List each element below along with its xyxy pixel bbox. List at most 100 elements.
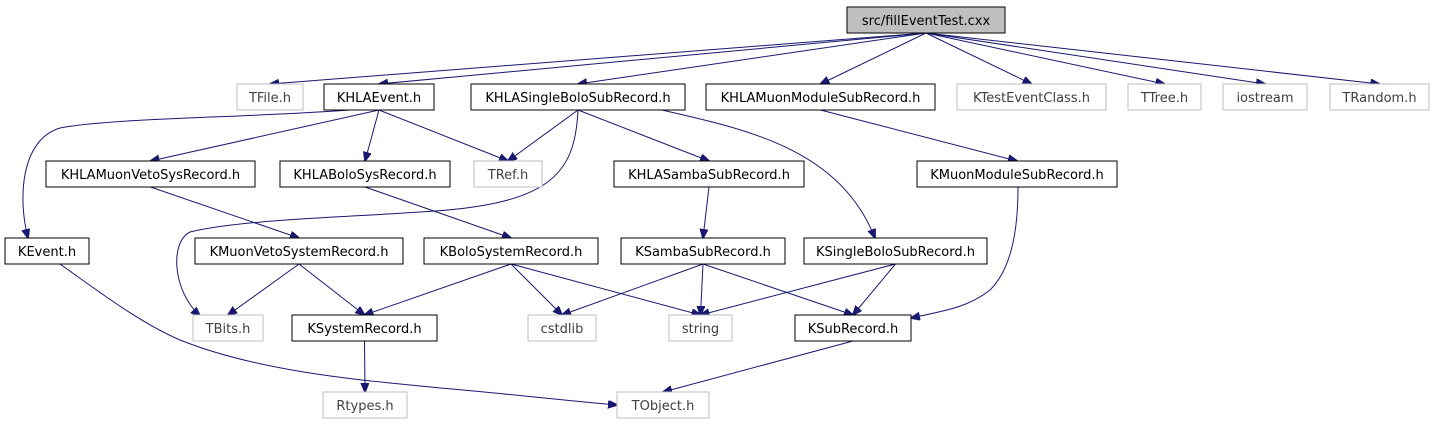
node-rtypes: Rtypes.h bbox=[322, 391, 408, 419]
node-box bbox=[668, 314, 733, 342]
node-box bbox=[794, 314, 912, 342]
node-label: KMuonVetoSystemRecord.h bbox=[210, 245, 389, 260]
edge-khlasinglebolo-to-tbits bbox=[176, 109, 579, 316]
node-box bbox=[620, 237, 786, 265]
node-label: TBits.h bbox=[205, 322, 251, 337]
node-label: TTree.h bbox=[1140, 91, 1188, 106]
node-kmuonmodule[interactable]: KMuonModuleSubRecord.h bbox=[916, 160, 1118, 188]
node-khlasamba[interactable]: KHLASambaSubRecord.h bbox=[613, 160, 805, 188]
node-box bbox=[705, 83, 936, 111]
node-box bbox=[1127, 83, 1202, 111]
node-iostream: iostream bbox=[1222, 83, 1308, 111]
node-ksystemrecord[interactable]: KSystemRecord.h bbox=[291, 314, 438, 342]
edge-kmuonvetosystem-to-ksystemrecord bbox=[298, 263, 365, 315]
node-box bbox=[473, 160, 543, 188]
node-label: string bbox=[682, 322, 719, 337]
node-khlaevent[interactable]: KHLAEvent.h bbox=[323, 83, 435, 111]
node-label: Rtypes.h bbox=[336, 399, 393, 414]
node-root[interactable]: src/fillEventTest.cxx bbox=[846, 6, 1006, 34]
node-label: KTestEventClass.h bbox=[973, 91, 1090, 106]
edge-kbolosystem-to-ksystemrecord bbox=[365, 263, 512, 315]
node-box bbox=[323, 83, 435, 111]
node-label: KSambaSubRecord.h bbox=[635, 245, 771, 260]
node-kevent[interactable]: KEvent.h bbox=[4, 237, 90, 265]
node-box bbox=[279, 160, 451, 188]
node-label: KEvent.h bbox=[18, 245, 76, 260]
node-kbolosystem[interactable]: KBoloSystemRecord.h bbox=[423, 237, 599, 265]
edge-ksinglebolo-to-ksubrecord bbox=[853, 263, 896, 315]
edge-root-to-khlaevent bbox=[379, 32, 927, 84]
node-tfile: TFile.h bbox=[236, 83, 304, 111]
node-khlamuonveto[interactable]: KHLAMuonVetoSysRecord.h bbox=[45, 160, 256, 188]
node-ksubrecord[interactable]: KSubRecord.h bbox=[794, 314, 912, 342]
node-label: KHLAMuonVetoSysRecord.h bbox=[61, 168, 240, 183]
node-ktesteventclass: KTestEventClass.h bbox=[956, 83, 1107, 111]
node-box bbox=[4, 237, 90, 265]
node-kmuonvetosystem[interactable]: KMuonVetoSystemRecord.h bbox=[194, 237, 404, 265]
node-cstdlib: cstdlib bbox=[527, 314, 597, 342]
edge-root-to-khlasinglebolo bbox=[578, 32, 927, 84]
edge-khlasinglebolo-to-ksinglebolo bbox=[661, 109, 875, 238]
node-label: TRef.h bbox=[487, 168, 528, 183]
node-label: KHLASingleBoloSubRecord.h bbox=[485, 91, 670, 106]
node-box bbox=[527, 314, 597, 342]
node-tbits: TBits.h bbox=[192, 314, 264, 342]
edge-khlasinglebolo-to-tref bbox=[508, 109, 579, 161]
node-tobject: TObject.h bbox=[616, 391, 710, 419]
edge-ksubrecord-to-tobject bbox=[663, 340, 854, 392]
edge-kmuonmodule-to-ksubrecord bbox=[911, 186, 1019, 318]
node-box bbox=[916, 160, 1118, 188]
edge-ksystemrecord-to-rtypes bbox=[365, 340, 366, 392]
node-label: KHLAEvent.h bbox=[337, 91, 421, 106]
node-box bbox=[616, 391, 710, 419]
node-box bbox=[45, 160, 256, 188]
node-label: cstdlib bbox=[541, 322, 584, 337]
node-label: KHLASambaSubRecord.h bbox=[628, 168, 790, 183]
node-label: KHLABoloSysRecord.h bbox=[293, 168, 436, 183]
node-box bbox=[291, 314, 438, 342]
edge-khlaevent-to-khlamuonveto bbox=[151, 109, 380, 161]
node-khlamuonmodule[interactable]: KHLAMuonModuleSubRecord.h bbox=[705, 83, 936, 111]
node-label: src/fillEventTest.cxx bbox=[862, 14, 991, 29]
edge-khlamuonveto-to-kmuonvetosystem bbox=[150, 186, 300, 238]
node-box bbox=[236, 83, 304, 111]
node-label: KSystemRecord.h bbox=[307, 322, 421, 337]
edge-khlaevent-to-kevent bbox=[23, 109, 351, 238]
node-box bbox=[1329, 83, 1430, 111]
node-string: string bbox=[668, 314, 733, 342]
node-box bbox=[423, 237, 599, 265]
edge-root-to-tfile bbox=[270, 32, 927, 84]
edge-ksambasub-to-ksubrecord bbox=[702, 263, 853, 315]
node-khlasinglebolo[interactable]: KHLASingleBoloSubRecord.h bbox=[470, 83, 686, 111]
node-box bbox=[956, 83, 1107, 111]
node-ksambasub[interactable]: KSambaSubRecord.h bbox=[620, 237, 786, 265]
node-label: iostream bbox=[1236, 91, 1293, 106]
node-label: KSubRecord.h bbox=[808, 322, 899, 337]
edge-kbolosystem-to-cstdlib bbox=[510, 263, 562, 315]
node-label: TFile.h bbox=[248, 91, 291, 106]
node-trandom: TRandom.h bbox=[1329, 83, 1430, 111]
edge-kbolosystem-to-string bbox=[510, 263, 701, 315]
node-ksinglebolo[interactable]: KSingleBoloSubRecord.h bbox=[803, 237, 988, 265]
edge-khlamuonmodule-to-kmuonmodule bbox=[820, 109, 1018, 161]
node-label: TObject.h bbox=[631, 399, 695, 414]
edge-ksambasub-to-cstdlib bbox=[562, 263, 704, 315]
node-box bbox=[613, 160, 805, 188]
edge-root-to-trandom bbox=[925, 32, 1380, 84]
edge-root-to-iostream bbox=[925, 32, 1265, 84]
edge-khlaevent-to-tref bbox=[378, 109, 508, 161]
edge-root-to-ktesteventclass bbox=[925, 32, 1032, 84]
node-ttree: TTree.h bbox=[1127, 83, 1202, 111]
edge-khlasinglebolo-to-khlasamba bbox=[577, 109, 709, 161]
node-box bbox=[192, 314, 264, 342]
node-khlabolosys[interactable]: KHLABoloSysRecord.h bbox=[279, 160, 451, 188]
node-box bbox=[194, 237, 404, 265]
edge-root-to-khlamuonmodule bbox=[821, 32, 927, 84]
edge-ksambasub-to-string bbox=[701, 263, 704, 315]
edge-kevent-to-tobject bbox=[59, 263, 617, 405]
edge-khlaevent-to-khlabolosys bbox=[365, 109, 380, 161]
node-label: KMuonModuleSubRecord.h bbox=[930, 168, 1103, 183]
node-box bbox=[803, 237, 988, 265]
